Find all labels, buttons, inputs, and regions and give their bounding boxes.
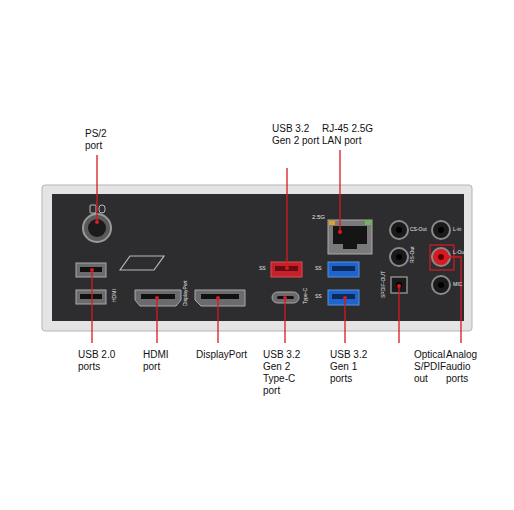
- usb2-port-tongue: [80, 267, 102, 272]
- rj45-led: [329, 221, 335, 225]
- audio-jack-hole: [438, 227, 444, 233]
- audio-jack-hole: [396, 254, 402, 260]
- panel-marking: RS-Out: [410, 246, 415, 263]
- usb-gen1-tongue: [332, 294, 355, 299]
- type-c-tongue: [277, 296, 294, 299]
- callout-label: Analog audio ports: [446, 349, 490, 385]
- callout-label: PS/2 port: [85, 128, 125, 152]
- callout-label: RJ-45 2.5G LAN port: [322, 123, 388, 147]
- optical-port-hole: [396, 282, 402, 288]
- audio-jack-hole: [438, 282, 444, 288]
- leader-dot: [338, 230, 342, 234]
- leader-dot: [343, 296, 347, 300]
- leader-line: [344, 298, 345, 343]
- audio-jack-hole: [396, 227, 402, 233]
- audio-jack: [390, 221, 408, 239]
- leader-line: [448, 257, 461, 343]
- panel-marking: Type-C: [303, 288, 308, 304]
- callout-label: USB 3.2 Gen 1 ports: [330, 349, 372, 385]
- logo-mark: [120, 256, 164, 270]
- audio-jack: [390, 248, 408, 266]
- leader-line: [339, 150, 340, 232]
- panel-marking: SPDIF-OUT: [381, 271, 386, 298]
- leader-dot: [90, 268, 94, 272]
- leader-line: [96, 155, 97, 222]
- leader-line: [91, 270, 92, 343]
- panel-marking: MIC: [453, 282, 462, 287]
- panel-marking: HDMI: [112, 289, 117, 302]
- leader-line: [284, 298, 285, 343]
- leader-dot: [95, 220, 99, 224]
- usb2-port: [76, 263, 106, 277]
- leader-dot: [216, 296, 220, 300]
- panel-marking: DisplayPort: [183, 280, 188, 306]
- leader-line: [217, 298, 218, 343]
- audio-jack: [432, 248, 450, 266]
- rj45-led: [365, 221, 371, 225]
- displayport-port: [195, 290, 245, 306]
- usb-gen1-port: [328, 262, 359, 277]
- leader-dot: [283, 296, 287, 300]
- usb-gen1-tongue: [332, 266, 355, 271]
- mouse-icon: [99, 205, 105, 213]
- leader-dot: [397, 284, 401, 288]
- rj45-socket: [333, 226, 367, 249]
- ps2-port-hole: [88, 219, 106, 237]
- usb-gen1-port: [328, 290, 359, 305]
- panel-marking: L-Out: [453, 250, 466, 255]
- leader-line: [398, 286, 399, 343]
- panel-marking: CS-Out: [410, 227, 427, 232]
- shield-frame: [42, 185, 472, 331]
- keyboard-icon: [90, 205, 96, 213]
- panel-marking: L-in: [453, 227, 461, 232]
- usb-gen2-tongue: [275, 266, 298, 271]
- leader-line: [156, 298, 157, 343]
- leader-dot: [285, 266, 289, 270]
- callout-label: HDMI port: [143, 349, 179, 373]
- callout-label: USB 3.2 Gen 2 port: [272, 123, 320, 147]
- panel-marking: SS: [259, 266, 266, 271]
- leader-line: [286, 168, 287, 268]
- audio-jack: [432, 276, 450, 294]
- shield-panel: [52, 194, 464, 321]
- leader-dot: [155, 296, 159, 300]
- rj45-port: [328, 220, 372, 254]
- leader-dots: [90, 220, 450, 300]
- callout-label: DisplayPort: [196, 349, 260, 361]
- callout-label: USB 3.2 Gen 2 Type-C port: [263, 349, 307, 397]
- leader-lines: [92, 150, 461, 343]
- audio-jack: [432, 221, 450, 239]
- panel-marking: SS: [315, 294, 322, 299]
- leader-dot: [446, 255, 450, 259]
- usb2-port: [76, 290, 106, 304]
- hdmi-port: [135, 290, 181, 306]
- audio-jack-hole: [438, 254, 444, 260]
- displayport-slot: [201, 294, 239, 299]
- hdmi-port-slot: [141, 294, 175, 299]
- panel-marking: 2.5G: [312, 214, 325, 220]
- usb2-port-tongue: [80, 294, 102, 299]
- callout-label: USB 2.0 ports: [78, 349, 124, 373]
- panel-marking: SS: [315, 266, 322, 271]
